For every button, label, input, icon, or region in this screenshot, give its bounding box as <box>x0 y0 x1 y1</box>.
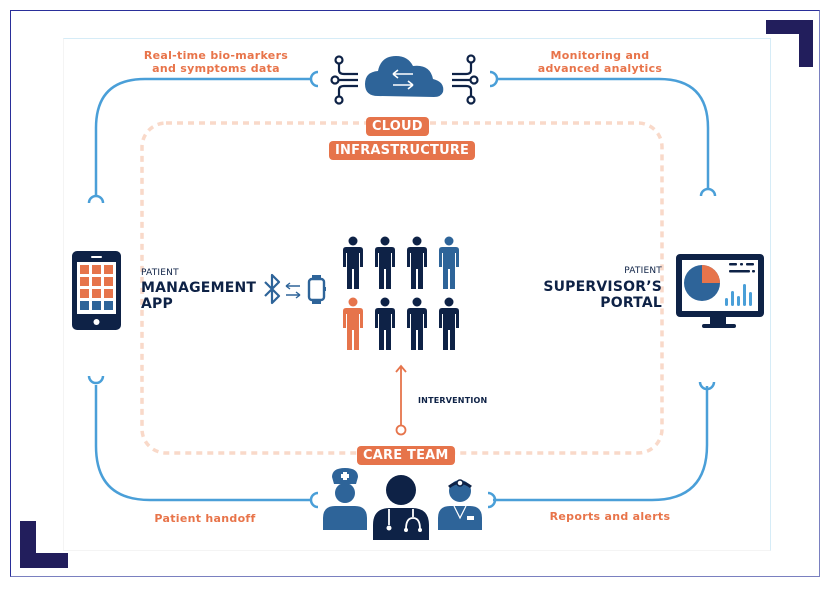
socket-bottom-left <box>309 491 319 509</box>
connector-bottom-left <box>94 385 310 502</box>
flow-label-top-right-line1: Monitoring and <box>550 49 650 62</box>
cloud-tag: CLOUD <box>366 117 429 136</box>
socket-left-upper <box>87 194 105 204</box>
portal-title-line2: PORTAL <box>600 295 662 311</box>
flow-label-top-left: Real-time bio-markers and symptoms data <box>136 49 296 75</box>
care-team-tag: CARE TEAM <box>357 446 455 465</box>
portal-caption: PATIENT <box>624 266 662 276</box>
cloud-sync-icon <box>365 56 444 97</box>
app-caption: PATIENT <box>141 268 179 278</box>
app-tile <box>104 277 113 286</box>
flow-label-top-right-line2: advanced analytics <box>537 62 663 75</box>
socket-left-lower <box>87 375 105 385</box>
surgeon-icon <box>438 479 482 530</box>
socket-top-left <box>309 70 319 88</box>
app-tile <box>92 265 101 274</box>
app-tile <box>104 265 113 274</box>
app-title: MANAGEMENT APP <box>141 280 256 312</box>
flow-label-bottom-right-line1: Reports and alerts <box>549 510 671 523</box>
portal-title: SUPERVISOR’S PORTAL <box>543 279 662 311</box>
patient-figure <box>375 297 395 350</box>
flow-label-bottom-left-line1: Patient handoff <box>154 512 256 525</box>
socket-right-lower <box>698 381 716 391</box>
patient-figure <box>407 236 427 289</box>
intervention-label: INTERVENTION <box>418 396 488 405</box>
portal-title-line1: SUPERVISOR’S <box>543 279 662 295</box>
app-tile <box>92 289 101 298</box>
flow-label-bottom-left: Patient handoff <box>140 512 270 525</box>
app-tile <box>104 301 113 310</box>
app-title-line2: APP <box>141 296 173 312</box>
socket-right-upper <box>699 187 717 197</box>
flow-label-top-right: Monitoring and advanced analytics <box>530 49 670 75</box>
patient-figure <box>407 297 427 350</box>
patient-figure <box>343 297 363 350</box>
patient-figure <box>439 236 459 289</box>
connector-lines <box>87 70 717 509</box>
patient-group <box>343 236 459 350</box>
intervention-arrow <box>395 364 407 436</box>
bluetooth-icon <box>264 273 281 305</box>
circuit-left-icon <box>330 55 358 105</box>
nurse-icon <box>323 468 367 530</box>
smartphone-icon <box>72 251 121 330</box>
app-title-line1: MANAGEMENT <box>141 280 257 296</box>
flow-label-top-left-line1: Real-time bio-markers <box>143 49 289 62</box>
connector-top-right <box>498 77 710 190</box>
socket-top-right <box>489 70 499 88</box>
app-tile <box>80 289 89 298</box>
monitor-dashboard-icon <box>676 254 764 328</box>
app-tile <box>80 265 89 274</box>
app-tile <box>80 277 89 286</box>
flow-label-top-left-line2: and symptoms data <box>152 62 280 75</box>
smartwatch-icon <box>307 275 326 304</box>
app-tile <box>104 289 113 298</box>
circuit-right-icon <box>452 54 479 105</box>
flow-label-bottom-right: Reports and alerts <box>540 510 680 523</box>
patient-figure <box>375 236 395 289</box>
socket-bottom-right <box>487 491 497 509</box>
diagram-panel <box>63 38 771 551</box>
patient-figure <box>439 297 459 350</box>
doctor-icon <box>373 475 429 540</box>
patient-figure <box>343 236 363 289</box>
connector-top-left <box>94 77 312 196</box>
corner-top-right-vertical <box>799 20 813 67</box>
app-tile <box>92 301 101 310</box>
swap-arrows-icon <box>285 282 301 299</box>
app-tile <box>80 301 89 310</box>
app-tile <box>92 277 101 286</box>
connector-bottom-right <box>493 386 709 502</box>
infrastructure-tag: INFRASTRUCTURE <box>329 141 476 160</box>
corner-bottom-left-horizontal <box>20 553 68 568</box>
outer-frame <box>10 10 820 577</box>
